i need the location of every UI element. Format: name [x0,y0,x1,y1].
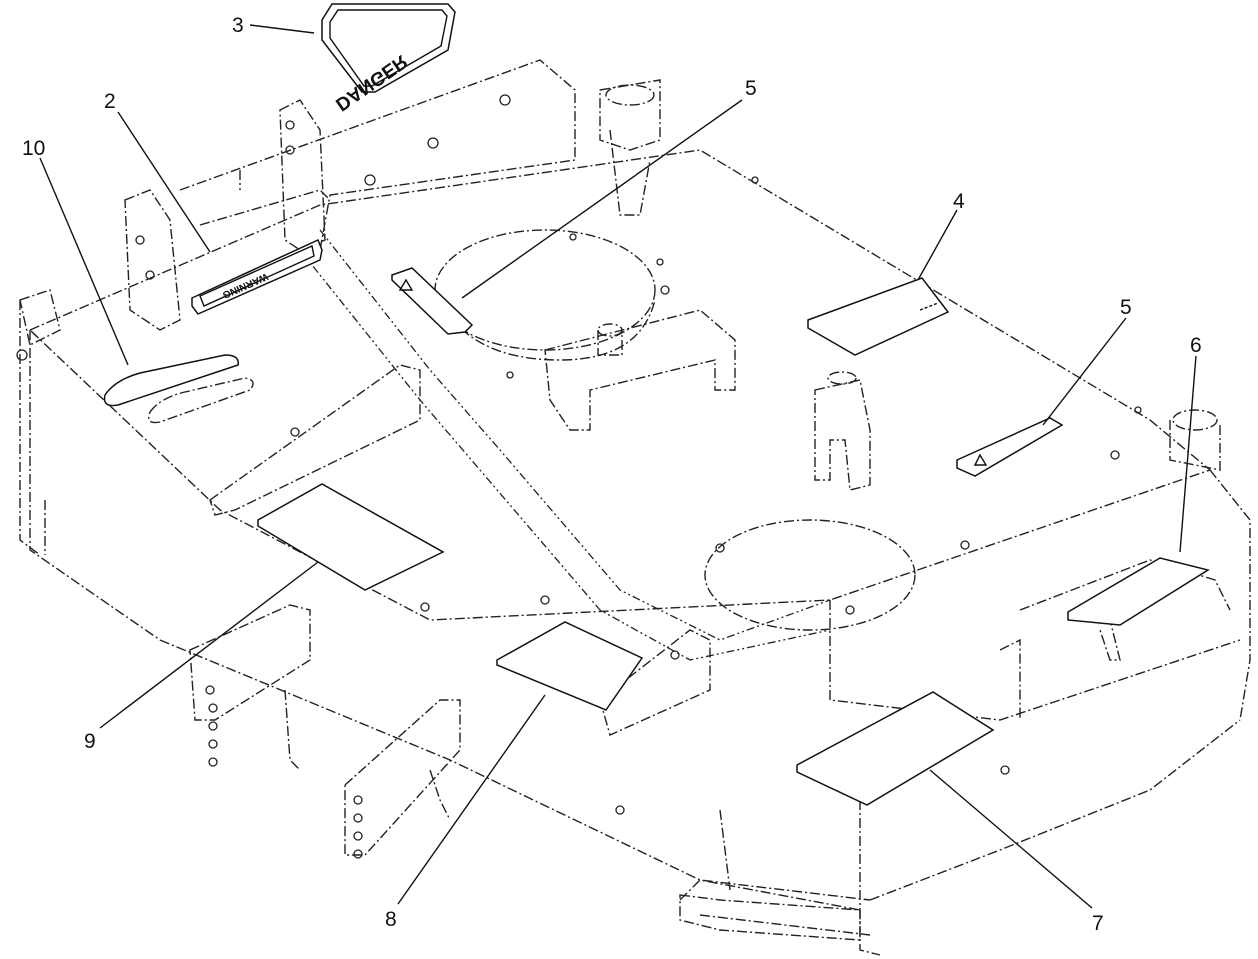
callout-9: 9 [84,730,96,753]
callout-5-lower: 5 [1120,296,1132,319]
callout-8: 8 [385,908,397,931]
decal-right-front [796,691,995,806]
mower-deck-outline [19,59,1251,956]
callout-5-upper: 5 [745,77,757,100]
callout-10: 10 [22,137,45,160]
callout-4: 4 [953,190,965,213]
decal-caution-lower [956,417,1064,477]
callout-6: 6 [1190,334,1202,357]
deck-holes [16,94,1142,859]
decal-caution-upper [391,267,474,335]
decal-info-rect [807,277,950,356]
decal-discharge [1067,557,1210,626]
decal-warning: WARNING [191,238,323,315]
callout-labels: 3 2 10 5 4 5 6 9 8 7 [22,14,1202,935]
leader-lines [39,24,1197,909]
decal-left-large [257,483,445,591]
callout-7: 7 [1092,912,1104,935]
decal-center-front [496,621,644,711]
callout-3: 3 [232,14,244,37]
decal-strip [103,354,254,424]
callout-2: 2 [104,90,116,113]
